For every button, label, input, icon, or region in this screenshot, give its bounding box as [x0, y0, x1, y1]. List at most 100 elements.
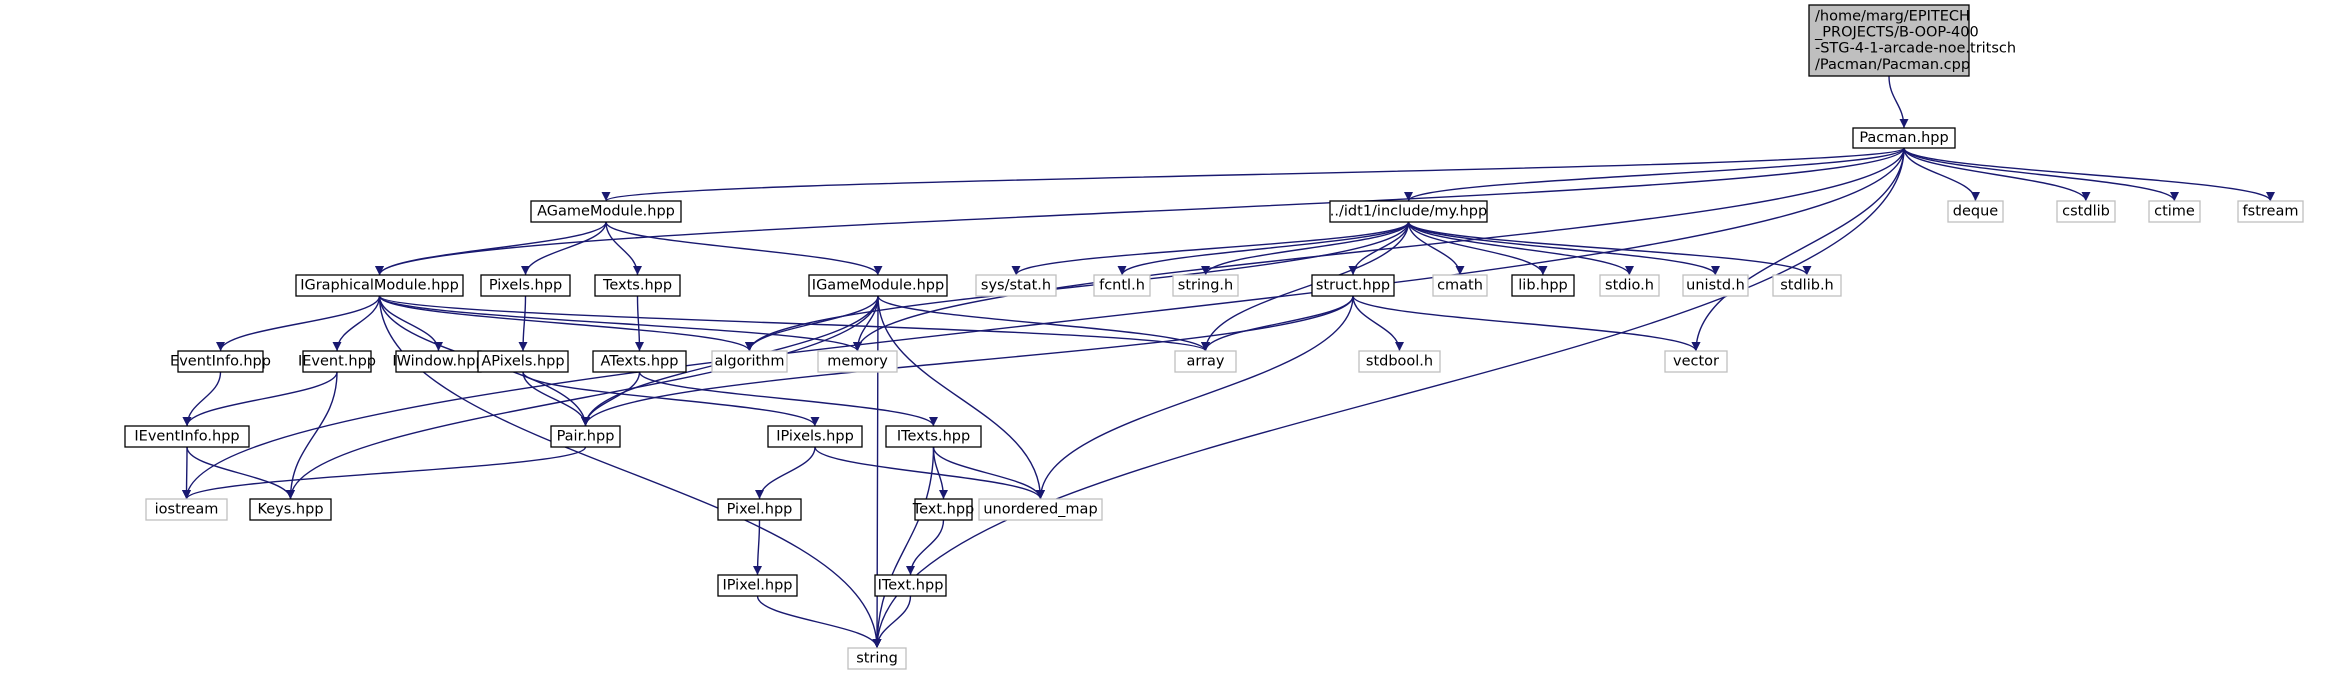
- node-box: [249, 498, 332, 521]
- node-box: [1599, 274, 1660, 297]
- edge-pacman-to-cstdlib: [1903, 147, 2091, 202]
- node-keys[interactable]: Keys.hpp: [249, 498, 332, 521]
- node-struct[interactable]: struct.hpp: [1311, 274, 1395, 297]
- node-label: stdlib.h: [1780, 278, 1834, 294]
- node-stdbool[interactable]: stdbool.h: [1358, 350, 1441, 373]
- node-label: fstream: [2243, 204, 2299, 220]
- node-text[interactable]: Text.hpp: [912, 498, 975, 521]
- node-igraph[interactable]: IGraphicalModule.hpp: [295, 274, 464, 297]
- node-box: [2237, 200, 2304, 223]
- edge-agame-to-igame: [605, 221, 883, 276]
- node-box: [1174, 350, 1237, 373]
- node-texts[interactable]: Texts.hpp: [594, 274, 681, 297]
- node-pixel[interactable]: Pixel.hpp: [717, 498, 802, 521]
- node-root[interactable]: /home/marg/EPITECH_PROJECTS/B-OOP-400-ST…: [1808, 4, 2016, 77]
- node-box: [1772, 274, 1842, 297]
- edge-pacman-to-myhpp: [1404, 147, 1905, 202]
- node-label: IWindow.hpp: [392, 354, 484, 370]
- node-memory[interactable]: memory: [817, 350, 898, 373]
- node-atexts[interactable]: ATexts.hpp: [592, 350, 687, 373]
- node-pixels[interactable]: Pixels.hpp: [480, 274, 571, 297]
- node-box: [530, 200, 682, 223]
- edge-myhpp-to-stdio: [1407, 221, 1634, 276]
- node-box: [477, 350, 569, 373]
- node-myhpp[interactable]: ../idt1/include/my.hpp: [1329, 200, 1488, 223]
- node-ievent[interactable]: IEvent.hpp: [298, 350, 376, 373]
- node-pair[interactable]: Pair.hpp: [550, 425, 621, 448]
- nodes-layer: /home/marg/EPITECH_PROJECTS/B-OOP-400-ST…: [124, 4, 2304, 670]
- node-cstdlib[interactable]: cstdlib: [2056, 200, 2116, 223]
- node-igame[interactable]: IGameModule.hpp: [808, 274, 948, 297]
- node-label: APixels.hpp: [481, 354, 564, 370]
- node-box: [885, 425, 982, 448]
- node-label: ctime: [2154, 204, 2195, 220]
- edge-pixels-to-apixels: [518, 295, 528, 352]
- node-ipixel[interactable]: IPixel.hpp: [717, 574, 798, 597]
- node-array[interactable]: array: [1174, 350, 1237, 373]
- node-itexts[interactable]: ITexts.hpp: [885, 425, 982, 448]
- edge-myhpp-to-fcntl: [1117, 221, 1410, 276]
- node-itext[interactable]: IText.hpp: [874, 574, 947, 597]
- node-fcntl[interactable]: fcntl.h: [1093, 274, 1151, 297]
- node-box: [874, 574, 947, 597]
- edge-pacman-to-fstream: [1903, 147, 2275, 202]
- node-ipixels[interactable]: IPixels.hpp: [767, 425, 863, 448]
- node-pacman[interactable]: Pacman.hpp: [1852, 127, 1956, 149]
- node-label: ITexts.hpp: [897, 429, 970, 445]
- edge-agame-to-texts: [605, 221, 642, 276]
- node-box: [767, 425, 863, 448]
- edge-texts-to-atexts: [634, 295, 644, 352]
- node-label: cstdlib: [2062, 204, 2110, 220]
- node-box: [2148, 200, 2201, 223]
- node-deque[interactable]: deque: [1947, 200, 2004, 223]
- edge-itexts-to-string: [872, 446, 935, 649]
- node-label: algorithm: [715, 354, 785, 370]
- node-label: fcntl.h: [1099, 278, 1145, 294]
- node-label: IEvent.hpp: [298, 354, 376, 370]
- node-label: iostream: [155, 502, 219, 518]
- edge-myhpp-to-lib: [1407, 221, 1548, 276]
- edge-pacman-to-string: [872, 147, 1905, 649]
- node-ieventinfo[interactable]: IEventInfo.hpp: [124, 425, 250, 448]
- node-stdlib[interactable]: stdlib.h: [1772, 274, 1842, 297]
- node-label: unistd.h: [1686, 278, 1745, 294]
- edge-agame-to-igraph: [375, 221, 607, 276]
- edge-struct-to-pair: [581, 295, 1354, 427]
- edge-itext-to-string: [872, 595, 912, 649]
- edge-agame-to-pixels: [521, 221, 607, 276]
- node-unordered[interactable]: unordered_map: [978, 498, 1103, 521]
- node-iwindow[interactable]: IWindow.hpp: [392, 350, 485, 373]
- node-iostream[interactable]: iostream: [145, 498, 228, 521]
- node-agame[interactable]: AGameModule.hpp: [530, 200, 682, 223]
- node-label: IEventInfo.hpp: [134, 429, 239, 445]
- node-label: lib.hpp: [1518, 278, 1567, 294]
- node-box: [1682, 274, 1749, 297]
- edge-myhpp-to-algorithm: [745, 221, 1410, 352]
- node-ctime[interactable]: ctime: [2148, 200, 2201, 223]
- node-box: [1311, 274, 1395, 297]
- node-stdio[interactable]: stdio.h: [1599, 274, 1660, 297]
- node-stringh[interactable]: string.h: [1172, 274, 1239, 297]
- node-sysstat[interactable]: sys/stat.h: [975, 274, 1057, 297]
- node-box: [145, 498, 228, 521]
- node-unistd[interactable]: unistd.h: [1682, 274, 1749, 297]
- node-algorithm[interactable]: algorithm: [711, 350, 788, 373]
- node-box: [302, 350, 372, 373]
- node-lib[interactable]: lib.hpp: [1511, 274, 1575, 297]
- node-cmath[interactable]: cmath: [1432, 274, 1488, 297]
- edge-ieventinfo-to-keys: [186, 446, 295, 500]
- node-box: [978, 498, 1103, 521]
- edge-ievent-to-ieventinfo: [182, 371, 338, 427]
- node-box: [1093, 274, 1151, 297]
- node-apixels[interactable]: APixels.hpp: [477, 350, 569, 373]
- edge-itexts-to-unordered: [932, 446, 1045, 500]
- node-string[interactable]: string: [847, 647, 907, 670]
- node-label: /Pacman/Pacman.cpp: [1815, 57, 1970, 73]
- node-label: string.h: [1178, 278, 1233, 294]
- node-vector[interactable]: vector: [1664, 350, 1728, 373]
- node-eventinfo[interactable]: EventInfo.hpp: [170, 350, 271, 373]
- node-label: deque: [1953, 204, 1999, 220]
- node-fstream[interactable]: fstream: [2237, 200, 2304, 223]
- node-label: vector: [1673, 354, 1719, 370]
